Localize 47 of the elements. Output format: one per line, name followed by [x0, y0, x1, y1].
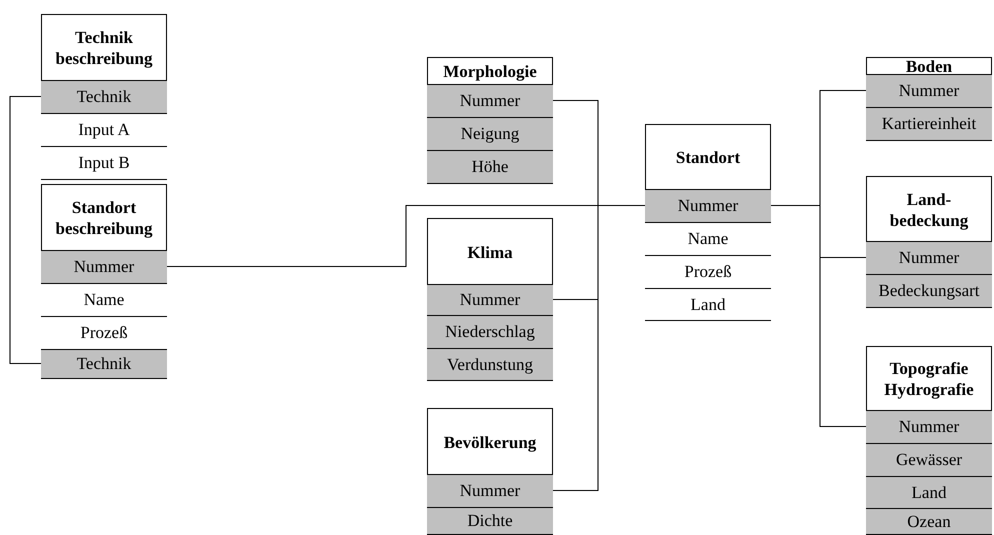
- connector-line: [770, 205, 866, 427]
- key-field: Bedeckungsart: [866, 274, 992, 307]
- table-field: Prozeß: [41, 316, 167, 349]
- connector-line: [10, 96, 42, 364]
- table-box: [427, 408, 553, 535]
- key-field: Nummer: [427, 284, 553, 315]
- key-field: Technik: [41, 349, 167, 378]
- table-title: Boden: [904, 56, 954, 77]
- table-box: [866, 57, 992, 141]
- key-field: Ozean: [866, 508, 992, 534]
- key-field: Land: [866, 476, 992, 508]
- key-field: Verdunstung: [427, 348, 553, 380]
- table-field: Input B: [41, 146, 167, 179]
- table-title: Technik beschreibung: [54, 27, 154, 69]
- table-title: Bevölkerung: [442, 432, 538, 452]
- table-box: [427, 218, 553, 381]
- table-box: [866, 346, 992, 535]
- key-field: Nummer: [41, 250, 167, 283]
- key-field: Nummer: [427, 84, 553, 117]
- key-field: Nummer: [866, 410, 992, 443]
- table-title: Topografie Hydrografie: [883, 358, 975, 400]
- table-field: Prozeß: [645, 255, 771, 288]
- table-title: Standort: [674, 147, 742, 168]
- key-field: Dichte: [427, 507, 553, 534]
- table-title: Morphologie: [442, 61, 538, 82]
- table-field: Name: [41, 283, 167, 316]
- key-field: Gewässer: [866, 443, 992, 476]
- table-field: Land: [645, 288, 771, 320]
- table-title: Klima: [466, 242, 514, 262]
- key-field: Niederschlag: [427, 315, 553, 348]
- key-field: Nummer: [427, 474, 553, 507]
- table-box: [866, 176, 992, 308]
- key-field: Technik: [41, 80, 167, 113]
- table-box: [645, 124, 771, 321]
- key-field: Höhe: [427, 150, 553, 183]
- table-title: Land-bedeckung: [888, 188, 970, 230]
- table-field: Name: [645, 222, 771, 255]
- table-box: [41, 14, 167, 180]
- table-box: [41, 184, 167, 379]
- table-box: [427, 57, 553, 184]
- key-field: Nummer: [866, 241, 992, 274]
- table-field: Input A: [41, 113, 167, 146]
- key-field: Kartiereinheit: [866, 107, 992, 140]
- table-title: Standort beschreibung: [54, 197, 154, 239]
- key-field: Nummer: [645, 189, 771, 222]
- key-field: Neigung: [427, 117, 553, 150]
- key-field: Nummer: [866, 74, 992, 107]
